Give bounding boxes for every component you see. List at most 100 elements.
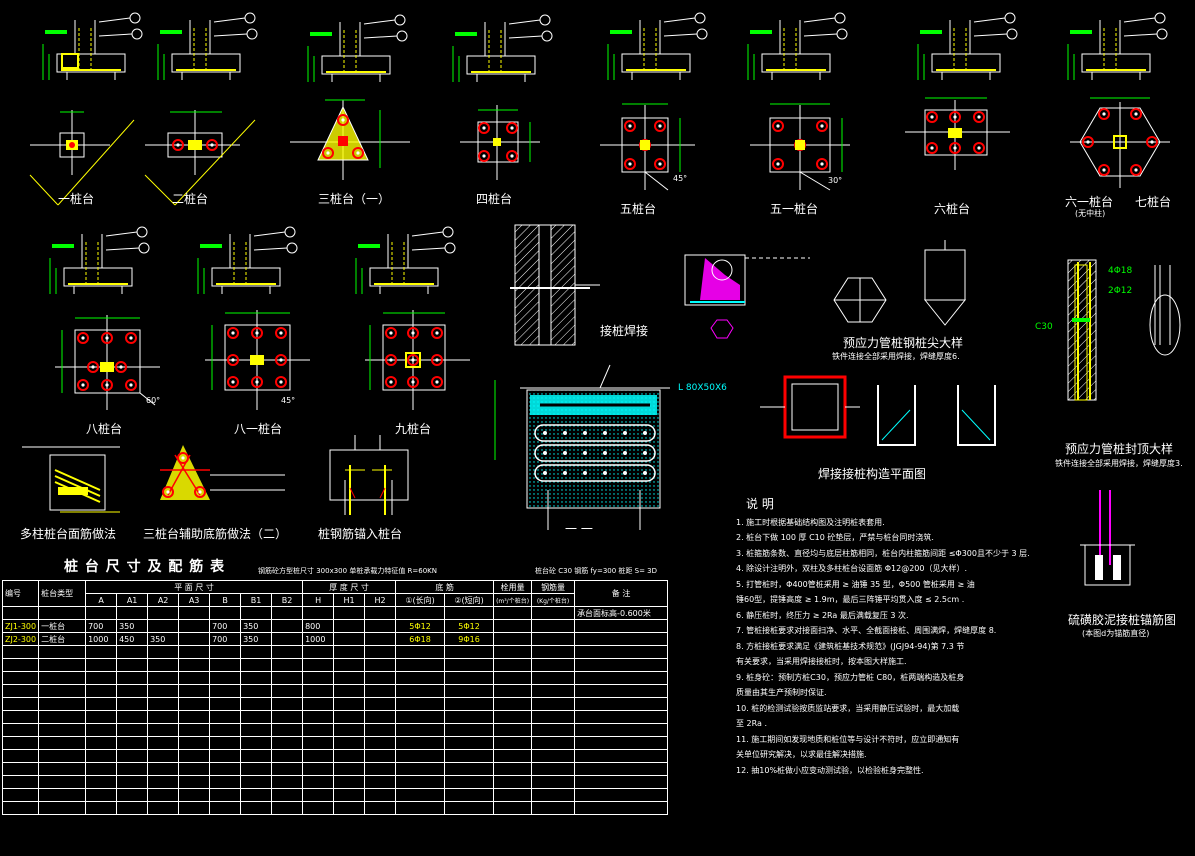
cell — [271, 632, 304, 646]
col-bolt: 栓用量 — [493, 580, 533, 594]
elev-nine-pile — [355, 226, 456, 295]
col-B: B — [209, 593, 242, 607]
table-row — [1, 710, 669, 724]
detail-anchor — [329, 435, 409, 515]
remark-cell: 承台面标高-0.600米 — [574, 606, 669, 620]
table-row — [1, 645, 669, 659]
detail-multi-face — [22, 446, 120, 513]
cell-no: ZJ1-300 — [1, 619, 40, 633]
table-row — [1, 775, 669, 789]
caption-anchor: 桩钢筋锚入桩台 — [318, 527, 403, 541]
notes-block: 说 明 1. 施工时根据基础结构图及注明桩表套用. 2. 桩台下做 100 厚 … — [736, 497, 1036, 778]
caption-two-pile: 二桩台 — [172, 192, 209, 206]
empty-rows — [1, 645, 669, 815]
col-r2: ②(短向) — [444, 593, 495, 607]
note-line: 12. 抽10%桩做小应变动测试验，以检验桩身完整性. — [736, 765, 924, 775]
elev-one-pile — [42, 12, 143, 81]
table-subtitle-1: 钢筋砼方型桩尺寸 300x300 单桩承载力特征值 R=60KN — [258, 567, 438, 575]
note-line: 4. 除设计注明外，双柱及多柱桩台设面筋 Φ12@200（见大样）. — [736, 564, 968, 573]
caption-top-note: 铁件连接全部采用焊接，焊缝厚度3. — [1055, 459, 1183, 468]
angle-label-45: 45° — [673, 174, 688, 183]
cell — [333, 619, 366, 633]
note-line: 2. 桩台下做 100 厚 C10 砼垫层，严禁与桩台同时浇筑. — [736, 533, 934, 542]
caption-nine-pile: 九桩台 — [395, 422, 432, 436]
table-subtitle-2: 桩台砼 C30 钢筋 fy=300 桩距 S= 3D — [535, 567, 658, 575]
caption-five-pile: 五桩台 — [620, 202, 657, 216]
caption-seven-pile: 七桩台 — [1135, 195, 1172, 209]
table-row — [1, 723, 669, 737]
col-thick: 厚 度 尺 寸 — [302, 580, 397, 594]
caption-splice: 接桩焊接 — [600, 324, 649, 338]
cell — [333, 632, 366, 646]
table-row — [1, 658, 669, 672]
elev-eight-pile — [49, 226, 150, 295]
cell — [178, 619, 211, 633]
table-row — [1, 801, 669, 815]
plan-two-pile — [144, 110, 256, 206]
table-row: 承台面标高-0.600米 — [1, 606, 669, 620]
notes-title: 说 明 — [746, 497, 774, 511]
caption-three-aux: 三桩台辅助底筋做法（二） — [143, 527, 288, 541]
cell: 700 — [85, 619, 118, 633]
note-line: 8. 方桩接桩要求满足《建筑桩基技术规范》(JGJ94-94)第 7.3 节 — [736, 641, 965, 651]
cell: 350 — [240, 619, 273, 633]
elev-six-1-pile — [1067, 12, 1168, 81]
cell: 350 — [240, 632, 273, 646]
caption-six-1-note: (无中柱) — [1075, 209, 1106, 218]
cell: 800 — [302, 619, 335, 633]
table-row — [1, 697, 669, 711]
label-2d12: 2Φ12 — [1108, 286, 1133, 296]
plan-three-pile — [290, 99, 410, 180]
cell — [178, 632, 211, 646]
col-H1: H1 — [333, 593, 366, 607]
table-row: ZJ1-300 一桩台 700 350 700 350 800 5Φ12 5Φ1… — [1, 619, 669, 633]
note-line: 11. 施工期间如发现地质和桩位等与设计不符时，应立即通知有 — [736, 734, 960, 744]
elev-two-pile — [157, 12, 258, 81]
cell: 350 — [147, 632, 180, 646]
table-row — [1, 684, 669, 698]
angle-label-45b: 45° — [281, 396, 296, 405]
cell — [364, 619, 397, 633]
table-row — [1, 671, 669, 685]
cell: 1000 — [85, 632, 118, 646]
caption-multi-face: 多柱桩台面筋做法 — [20, 527, 117, 541]
note-line: 10. 桩的检测试验按质监站要求，当采用静压试验时，最大加载 — [736, 703, 960, 713]
cell-rebar: 5Φ12 — [395, 619, 446, 633]
col-H2: H2 — [364, 593, 397, 607]
elev-three-pile — [307, 14, 408, 83]
cell — [271, 619, 304, 633]
cell — [147, 619, 180, 633]
angle-label-60: 60° — [146, 396, 161, 405]
caption-six-pile: 六桩台 — [934, 202, 971, 216]
angle-label-30: 30° — [828, 176, 843, 185]
cell: 1000 — [302, 632, 335, 646]
cell-rebar: 5Φ12 — [444, 619, 495, 633]
caption-four-pile: 四桩台 — [476, 192, 513, 206]
caption-three-pile-1: 三桩台（一） — [318, 192, 391, 206]
cell — [364, 632, 397, 646]
col-bottom: 底 筋 — [395, 580, 495, 594]
pile-cap-table: 编号 桩台类型 平 面 尺 寸 厚 度 尺 寸 底 筋 栓用量 钢筋量 备 注 … — [1, 580, 669, 815]
col-H: H — [302, 593, 335, 607]
cell-no: ZJ2-300 — [1, 632, 40, 646]
cell-type: 二桩台 — [38, 632, 87, 646]
cell: 700 — [209, 632, 242, 646]
col-A: A — [85, 593, 118, 607]
col-B1: B1 — [240, 593, 273, 607]
cell-rebar: 6Φ18 — [395, 632, 446, 646]
table-row — [1, 788, 669, 802]
plan-five-1-pile — [750, 103, 850, 191]
table-row — [1, 762, 669, 776]
caption-eight-1-pile: 八一桩台 — [234, 422, 283, 436]
note-line: 质量由其生产预制时保证. — [736, 688, 827, 697]
col-steel-unit: (Kg/个桩台) — [531, 593, 576, 607]
caption-one-pile: 一桩台 — [58, 192, 95, 206]
table-row — [1, 736, 669, 750]
note-line: 至 2Ra . — [736, 719, 768, 728]
detail-weld-plan — [760, 375, 996, 446]
detail-pile-top — [1067, 259, 1181, 401]
plan-six-pile — [905, 97, 1010, 170]
note-line: 有关要求，当采用焊接接桩时，按本图大样施工. — [736, 657, 907, 666]
col-type: 桩台类型 — [38, 580, 87, 607]
cell: 700 — [209, 619, 242, 633]
